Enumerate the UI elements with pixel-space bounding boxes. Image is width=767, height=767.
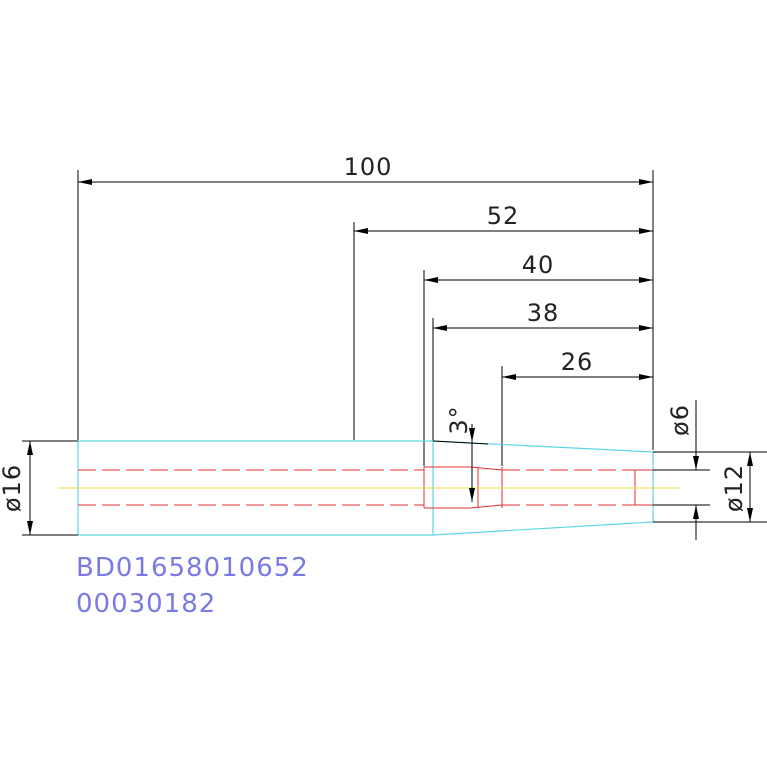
dim-26-text: 26 (561, 348, 594, 376)
angle-3deg-text: 3° (445, 405, 473, 434)
dim-38-text: 38 (527, 299, 560, 327)
dia-16-text: ø16 (0, 464, 26, 512)
dim-100-text: 100 (344, 153, 393, 181)
angle-dim-3deg: 3° (432, 405, 489, 502)
dim-26: 26 (502, 348, 653, 380)
extension-lines (77, 170, 654, 466)
drawing-number: 00030182 (76, 589, 216, 619)
dim-38: 38 (433, 299, 653, 331)
hidden-bore (78, 466, 653, 509)
dia-6-text: ø6 (666, 404, 694, 436)
dia-12-text: ø12 (720, 464, 748, 512)
dim-52: 52 (354, 202, 653, 234)
dim-40: 40 (424, 251, 653, 283)
dim-dia-12: ø12 (653, 451, 767, 523)
dim-100: 100 (78, 153, 653, 185)
dim-dia-16: ø16 (0, 440, 78, 536)
dim-52-text: 52 (487, 202, 520, 230)
dim-40-text: 40 (522, 251, 555, 279)
dim-dia-6: ø6 (653, 400, 710, 540)
part-number: BD01658010652 (76, 553, 309, 583)
